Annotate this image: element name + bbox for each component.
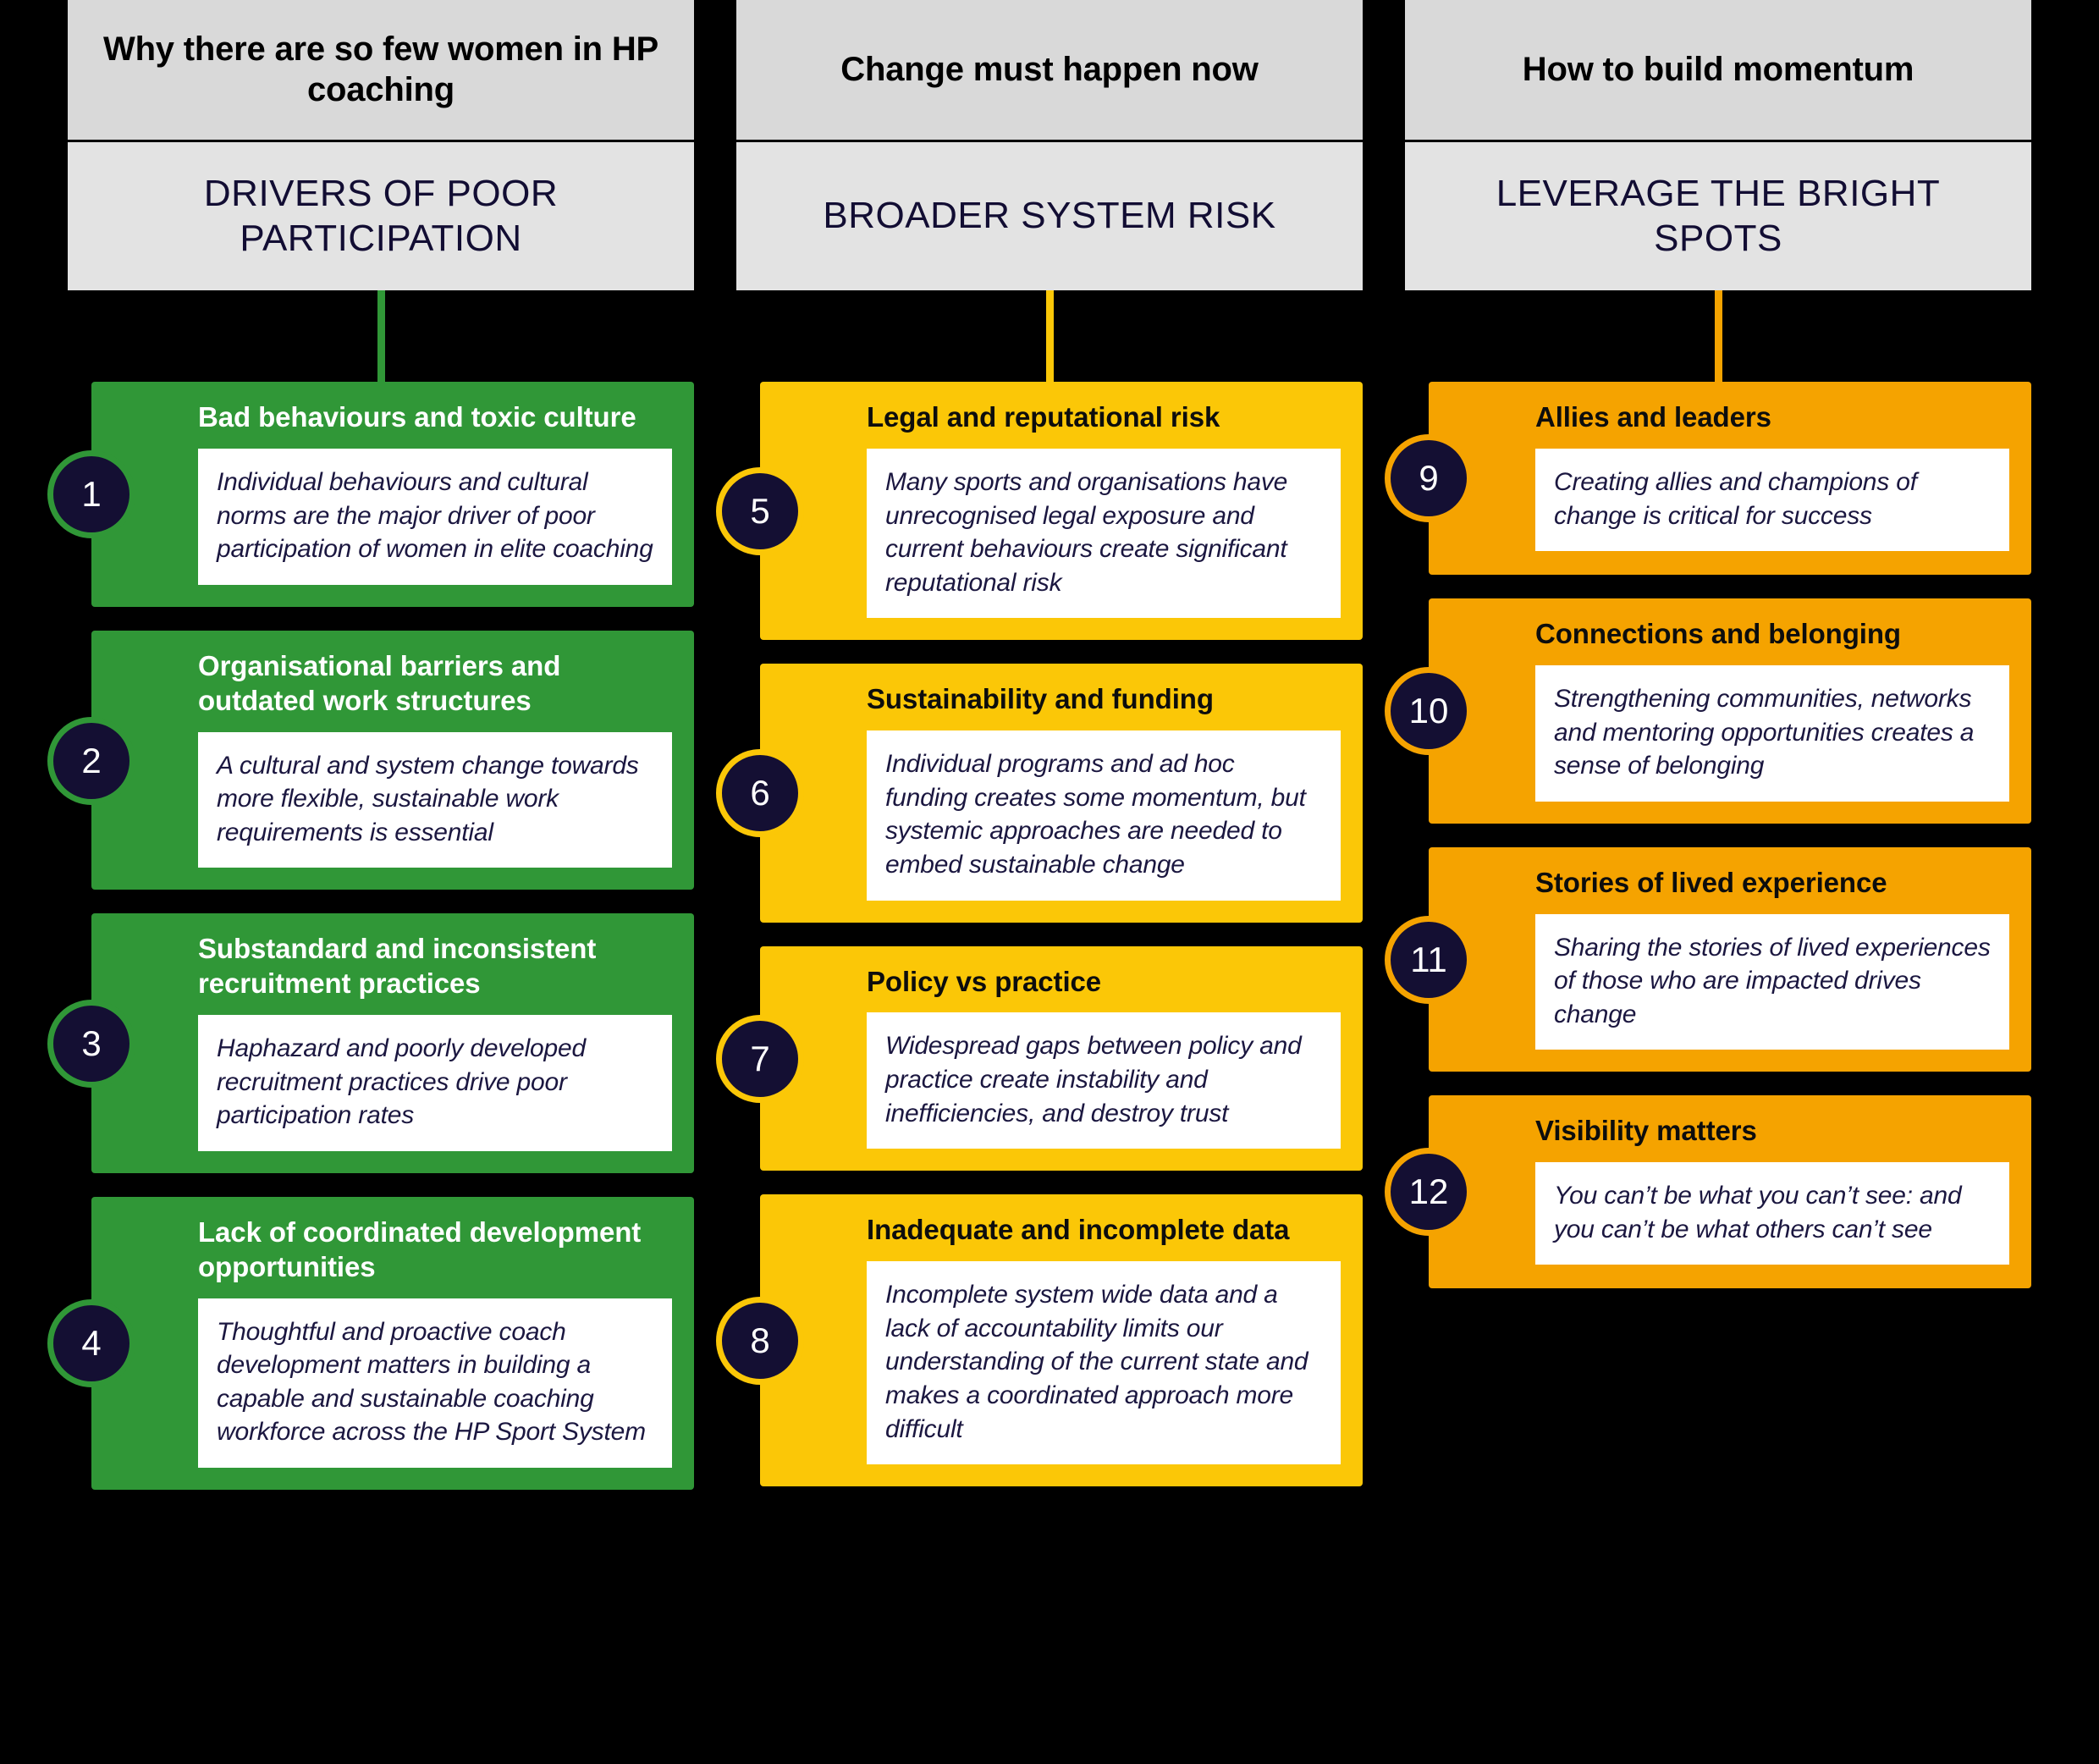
card-text-box: You can’t be what you can’t see: and you… [1535,1162,2009,1265]
connector-stem [1045,290,1054,382]
card-text-box: A cultural and system change towards mor… [198,731,672,868]
card-body-text: Thoughtful and proactive coach developme… [217,1317,646,1447]
card-title: Bad behaviours and toxic culture [198,401,636,433]
card-body-text: Individual behaviours and cultural norms… [217,467,653,564]
card-body-text: You can’t be what you can’t see: and you… [1554,1182,1962,1243]
column-header-top: How to build momentum [1405,0,2031,142]
card-number-badge: 12 [1385,1148,1473,1237]
card-list: 9 Allies and leaders Creating allies and… [1385,382,2031,1312]
card-title: Allies and leaders [1535,401,1771,433]
column-broader-system-risk: Change must happen now BROADER SYSTEM RI… [716,0,1363,1764]
card-text-box: Thoughtful and proactive coach developme… [198,1298,672,1469]
column-header-top-label: Why there are so few women in HP coachin… [103,30,658,108]
connector-stem [1714,290,1722,382]
card-text-box: Sharing the stories of lived experiences… [1535,913,2009,1050]
connector-stem-wrap [736,290,1363,382]
card-body-text: Creating allies and champions of change … [1554,467,1917,530]
card-number-badge: 3 [47,1000,135,1089]
card-item[interactable]: 6 Sustainability and funding Individual … [716,664,1363,923]
column-header-sub-label: DRIVERS OF POOR PARTICIPATION [203,172,559,259]
column-drivers-of-poor-participation: Why there are so few women in HP coachin… [47,0,694,1764]
card-body-text: Sharing the stories of lived experiences… [1554,933,1991,1028]
card-item[interactable]: 2 Organisational barriers and outdated w… [47,630,694,890]
card-number-badge: 11 [1385,915,1473,1004]
card-item[interactable]: 7 Policy vs practice Widespread gaps bet… [716,945,1363,1171]
card-number-badge: 10 [1385,667,1473,755]
card-title: Lack of coordinated development opportun… [198,1216,642,1282]
card-body-text: A cultural and system change towards mor… [217,751,639,846]
card-body-text: Incomplete system wide data and a lack o… [885,1281,1308,1443]
card-title: Policy vs practice [867,965,1102,997]
card-item[interactable]: 8 Inadequate and incomplete data Incompl… [716,1194,1363,1487]
column-header-top-label: How to build momentum [1522,50,1914,88]
connector-stem [377,290,385,382]
card-item[interactable]: 1 Bad behaviours and toxic culture Indiv… [47,382,694,607]
card-text-box: Individual behaviours and cultural norms… [198,448,672,585]
card-body-text: Many sports and organisations have unrec… [885,467,1288,597]
column-header-sub-label: BROADER SYSTEM RISK [823,195,1276,237]
card-number-badge: 4 [47,1298,135,1387]
card-body-text: Strengthening communities, networks and … [1554,684,1975,780]
card-title: Organisational barriers and outdated wor… [198,649,561,716]
card-body-text: Haphazard and poorly developed recruitme… [217,1034,586,1130]
card-number-badge: 7 [716,1014,804,1103]
card-item[interactable]: 9 Allies and leaders Creating allies and… [1385,382,2031,575]
card-text-box: Many sports and organisations have unrec… [867,448,1341,619]
card-item[interactable]: 12 Visibility matters You can’t be what … [1385,1095,2031,1289]
card-list: 1 Bad behaviours and toxic culture Indiv… [47,382,694,1513]
card-number-badge: 1 [47,450,135,538]
column-header-top: Why there are so few women in HP coachin… [68,0,694,142]
card-text-box: Individual programs and ad hoc funding c… [867,730,1341,901]
card-text-box: Widespread gaps between policy and pract… [867,1012,1341,1149]
card-item[interactable]: 3 Substandard and inconsistent recruitme… [47,913,694,1173]
card-text-box: Haphazard and poorly developed recruitme… [198,1015,672,1151]
column-header-sub-label: LEVERAGE THE BRIGHT SPOTS [1496,172,1941,259]
column-header-top-label: Change must happen now [840,50,1259,88]
column-header-sub: LEVERAGE THE BRIGHT SPOTS [1405,142,2031,290]
card-text-box: Strengthening communities, networks and … [1535,664,2009,802]
card-item[interactable]: 10 Connections and belonging Strengtheni… [1385,598,2031,824]
card-body-text: Individual programs and ad hoc funding c… [885,750,1306,879]
card-item[interactable]: 11 Stories of lived experience Sharing t… [1385,846,2031,1072]
card-title: Stories of lived experience [1535,866,1887,898]
column-header-top: Change must happen now [736,0,1363,142]
card-title: Inadequate and incomplete data [867,1214,1290,1246]
column-leverage-the-bright-spots: How to build momentum LEVERAGE THE BRIGH… [1385,0,2031,1764]
connector-stem-wrap [68,290,694,382]
card-number-badge: 5 [716,467,804,555]
card-text-box: Incomplete system wide data and a lack o… [867,1261,1341,1465]
card-title: Visibility matters [1535,1115,1757,1147]
card-body-text: Widespread gaps between policy and pract… [885,1032,1302,1127]
card-number-badge: 9 [1385,434,1473,522]
card-item[interactable]: 5 Legal and reputational risk Many sport… [716,382,1363,641]
card-title: Substandard and inconsistent recruitment… [198,933,597,1000]
card-item[interactable]: 4 Lack of coordinated development opport… [47,1196,694,1491]
card-list: 5 Legal and reputational risk Many sport… [716,382,1363,1510]
card-number-badge: 2 [47,716,135,805]
card-title: Legal and reputational risk [867,401,1220,433]
card-text-box: Creating allies and champions of change … [1535,448,2009,552]
card-number-badge: 6 [716,749,804,838]
card-title: Connections and belonging [1535,618,1901,649]
column-header-sub: DRIVERS OF POOR PARTICIPATION [68,142,694,290]
card-number-badge: 8 [716,1297,804,1386]
column-header-sub: BROADER SYSTEM RISK [736,142,1363,290]
connector-stem-wrap [1405,290,2031,382]
card-title: Sustainability and funding [867,683,1214,715]
